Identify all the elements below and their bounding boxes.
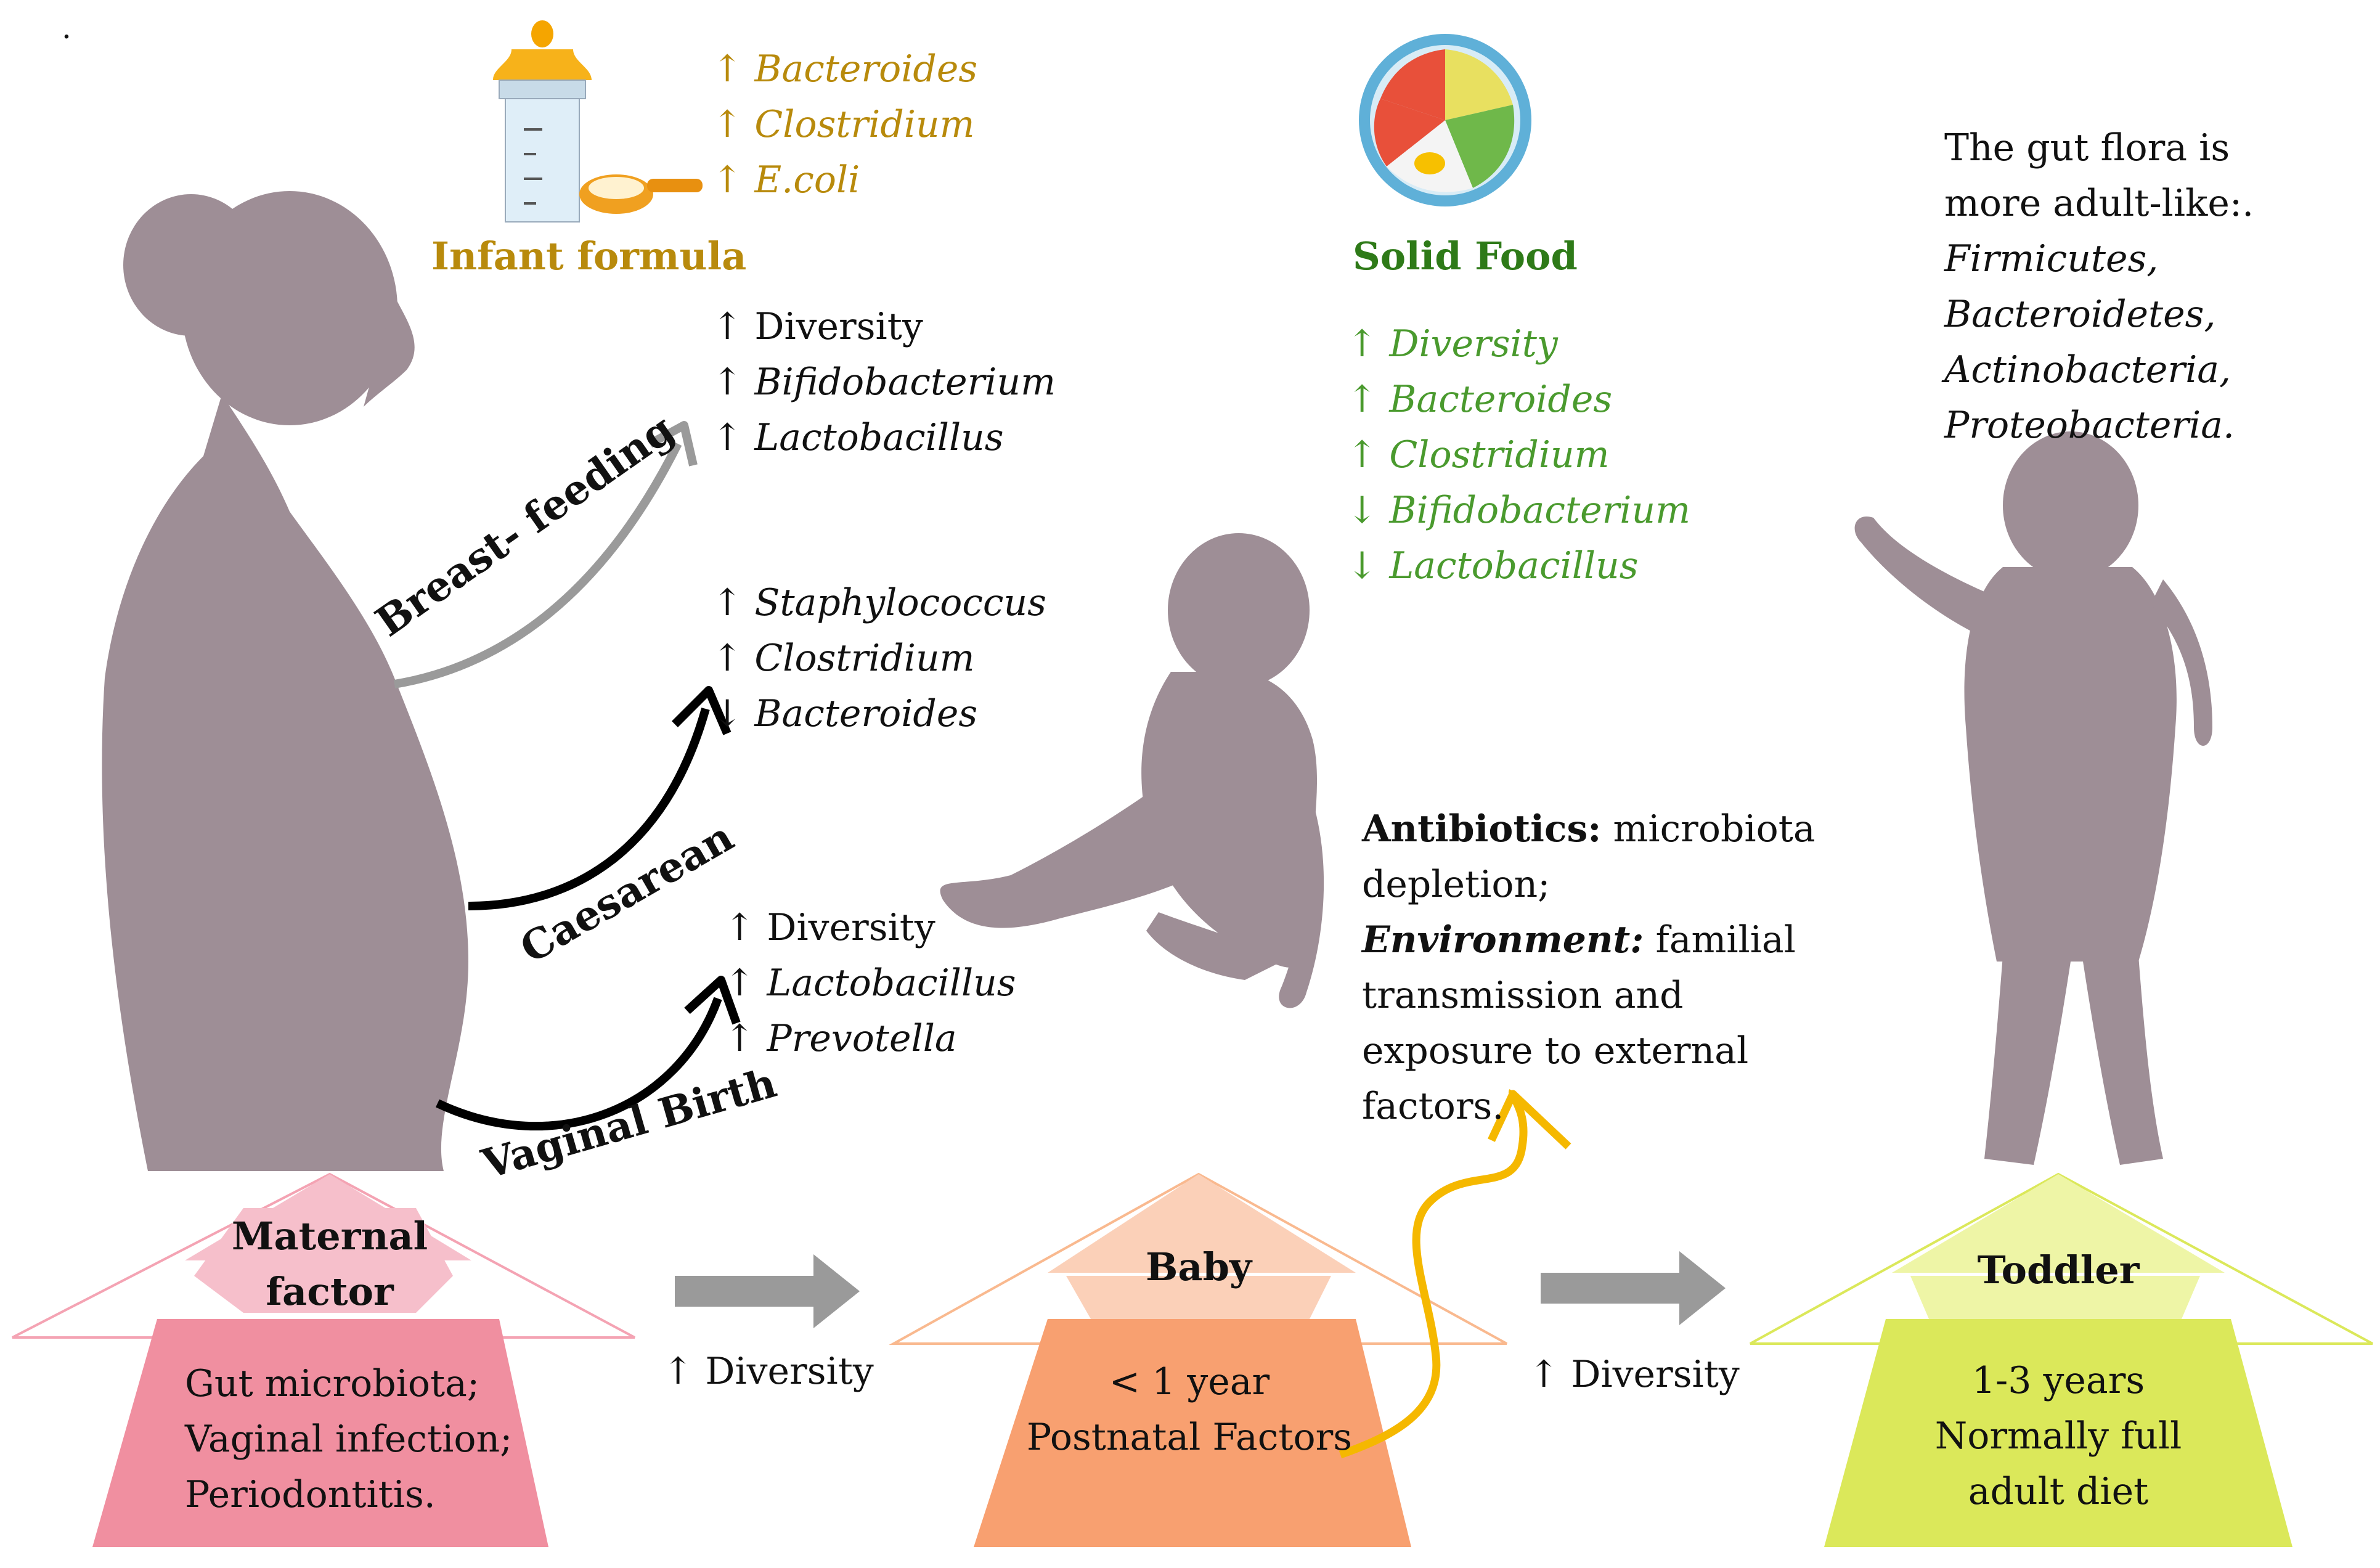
breast-feeding-effect: ↑ Diversity: [712, 305, 923, 348]
toddler-flora-intro: The gut flora is: [1944, 126, 2230, 169]
vaginal-birth-arrow: [436, 997, 722, 1131]
baby-stage-line: Postnatal Factors: [1026, 1416, 1353, 1459]
vaginal-birth-effect: ↑ Diversity: [724, 906, 935, 949]
gray-arrow-2: [1541, 1251, 1726, 1325]
environment-text-2: transmission and: [1362, 974, 1684, 1017]
toddler-flora-phylum: Actinobacteria,: [1944, 348, 2231, 391]
solid-food-effect: ↑ Diversity: [1347, 322, 1558, 365]
baby-stage-line: < 1 year: [1109, 1360, 1270, 1403]
toddler-silhouette: [1854, 431, 2212, 1165]
caesarean-arrow: [468, 708, 710, 910]
breast-feeding-arrow: [393, 441, 682, 688]
toddler-stage-line: Normally full: [1934, 1415, 2182, 1458]
toddler-flora-phylum: Bacteroidetes,: [1944, 293, 2216, 336]
vaginal-birth-effect: ↑ Prevotella: [724, 1017, 957, 1060]
maternal-factor-line: Gut microbiota;: [185, 1362, 480, 1405]
maternal-title: Maternal: [231, 1214, 428, 1259]
dot-mark: .: [62, 10, 71, 46]
environment-text-3: exposure to external: [1362, 1029, 1749, 1072]
vaginal-birth-effect: ↑ Lactobacillus: [724, 962, 1016, 1005]
solid-food-label: Solid Food: [1353, 234, 1578, 279]
baby-title: Baby: [1146, 1244, 1252, 1289]
infant-formula-effect: ↑ Clostridium: [712, 103, 975, 146]
pregnant-woman-silhouette: [102, 191, 468, 1171]
breast-feeding-arrowhead: [648, 421, 698, 467]
environment-text-4: factors.: [1362, 1085, 1504, 1128]
transition-diversity-2: ↑ Diversity: [1528, 1353, 1740, 1396]
gray-arrow-1: [675, 1254, 860, 1328]
breast-feeding-effect: ↑ Lactobacillus: [712, 416, 1004, 459]
transition-diversity-1: ↑ Diversity: [662, 1350, 874, 1393]
caesarean-effect: ↓ Bacteroides: [712, 692, 978, 735]
infant-formula-effect: ↑ E.coli: [712, 158, 860, 202]
maternal-factor-line: Periodontitis.: [185, 1473, 436, 1516]
toddler-flora-intro: more adult-like:.: [1944, 182, 2254, 225]
vaginal-birth-arrowhead: [684, 976, 741, 1025]
orange-wavy-arrow: [1339, 1089, 1528, 1459]
solid-food-effect: ↑ Bacteroides: [1347, 378, 1613, 421]
food-plate-icon: [1359, 34, 1531, 206]
antibiotics-text: microbiota: [1601, 807, 1816, 851]
toddler-title: Toddler: [1977, 1247, 2140, 1292]
baby-silhouette: [940, 533, 1324, 1008]
caesarean-effect: ↑ Clostridium: [712, 637, 975, 680]
solid-food-effect: ↓ Bifidobacterium: [1347, 489, 1690, 532]
baby-bottle-icon: [493, 20, 592, 223]
maternal-pyramid: [12, 1172, 635, 1547]
toddler-stage-line: 1-3 years: [1971, 1359, 2145, 1402]
toddler-flora-phylum: Firmicutes,: [1944, 237, 2159, 280]
antibiotics-text-2: depletion;: [1362, 863, 1551, 906]
orange-arrowhead: [1488, 1090, 1571, 1149]
caesarean-arrowhead: [672, 686, 732, 735]
maternal-factor-line: Vaginal infection;: [185, 1418, 513, 1461]
breast-feeding-effect: ↑ Bifidobacterium: [712, 361, 1056, 404]
antibiotics-label: Antibiotics:: [1362, 807, 1602, 851]
toddler-stage-line: adult diet: [1968, 1470, 2149, 1513]
caesarean-effect: ↑ Staphylococcus: [712, 581, 1046, 624]
toddler-flora-phylum: Proteobacteria.: [1944, 404, 2235, 447]
maternal-title: factor: [266, 1269, 394, 1314]
baby-pyramid: [889, 1172, 1507, 1547]
environment-text: familial: [1644, 918, 1796, 962]
solid-food-effect: ↑ Clostridium: [1347, 433, 1610, 476]
infant-formula-label: Infant formula: [431, 234, 747, 279]
spoon-icon: [579, 174, 703, 214]
environment-label: Environment:: [1362, 918, 1644, 962]
infant-formula-effect: ↑ Bacteroides: [712, 47, 978, 91]
antibiotics-line: Antibiotics: microbiota: [1362, 811, 1816, 847]
toddler-pyramid: [1750, 1172, 2373, 1547]
solid-food-effect: ↓ Lactobacillus: [1347, 544, 1639, 587]
environment-line: Environment: familial: [1362, 921, 1796, 958]
